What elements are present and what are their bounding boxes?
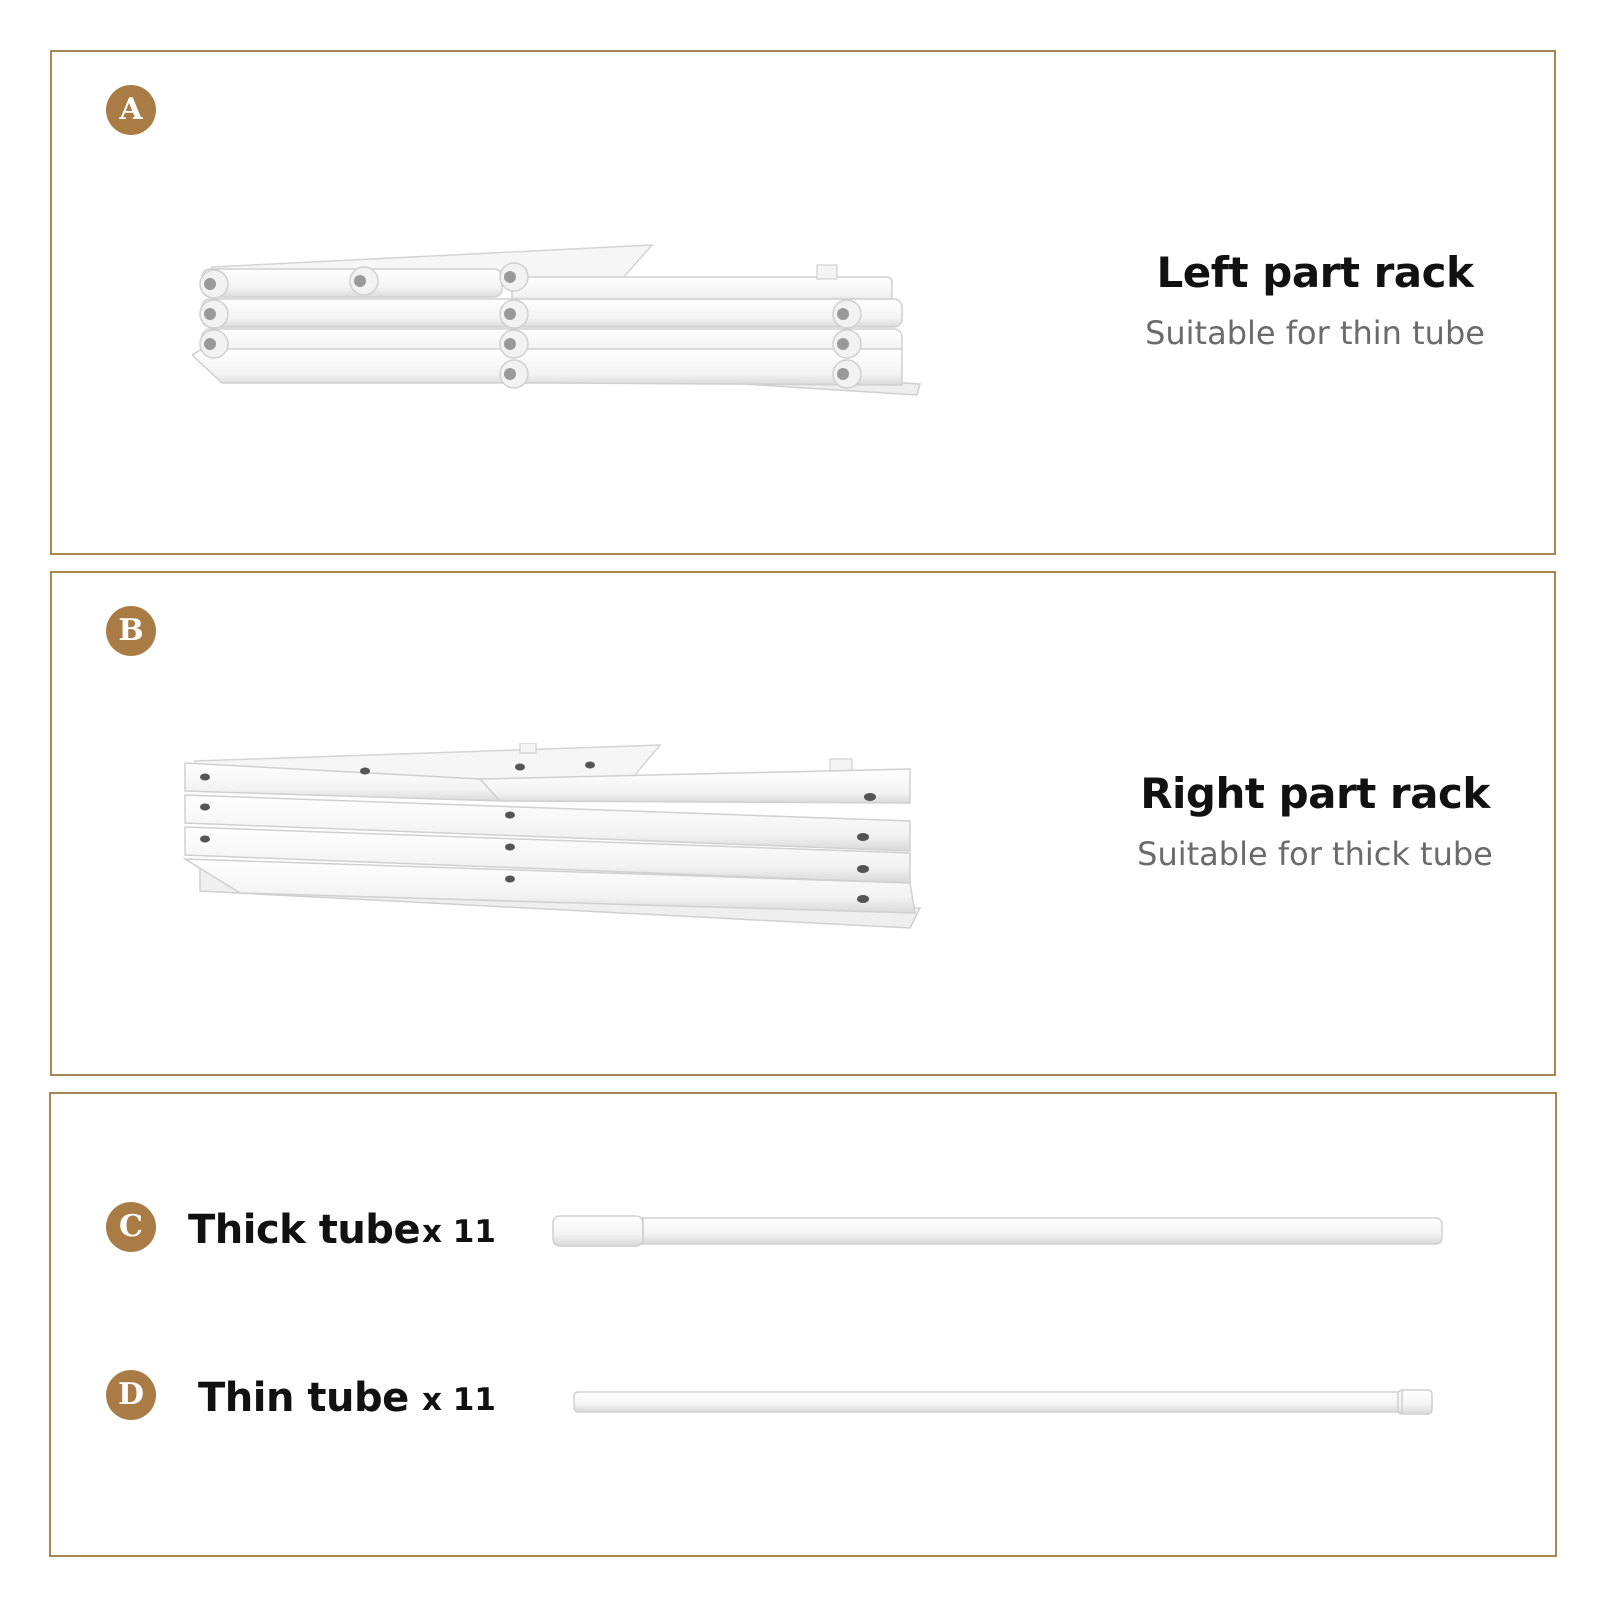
part-title-right-rack: Right part rack bbox=[1140, 769, 1490, 818]
part-badge-d: D bbox=[106, 1370, 156, 1420]
folded-rack-with-round-ends-icon bbox=[192, 244, 921, 396]
part-title-left-rack: Left part rack bbox=[1156, 248, 1474, 297]
tube-label-thin: Thin tube bbox=[198, 1375, 409, 1421]
part-badge-a: A bbox=[106, 85, 156, 135]
tube-quantity-thick: x 11 bbox=[422, 1214, 496, 1250]
tube-label-thick: Thick tube bbox=[188, 1207, 421, 1253]
thick-tube-icon bbox=[552, 1215, 1443, 1247]
part-badge-b: B bbox=[106, 606, 156, 656]
part-panel-right-rack: B bbox=[50, 571, 1556, 1076]
folded-rack-with-holes-icon bbox=[182, 743, 922, 929]
part-panel-left-rack: A bbox=[50, 50, 1556, 555]
part-subtitle-right-rack: Suitable for thick tube bbox=[1137, 835, 1493, 873]
thin-tube-icon bbox=[573, 1389, 1433, 1415]
part-badge-c: C bbox=[106, 1202, 156, 1252]
tube-quantity-thin: x 11 bbox=[422, 1382, 496, 1418]
part-subtitle-left-rack: Suitable for thin tube bbox=[1145, 314, 1485, 352]
tubes-panel: C Thick tube x 11 D Thin tube x 11 bbox=[49, 1092, 1557, 1557]
